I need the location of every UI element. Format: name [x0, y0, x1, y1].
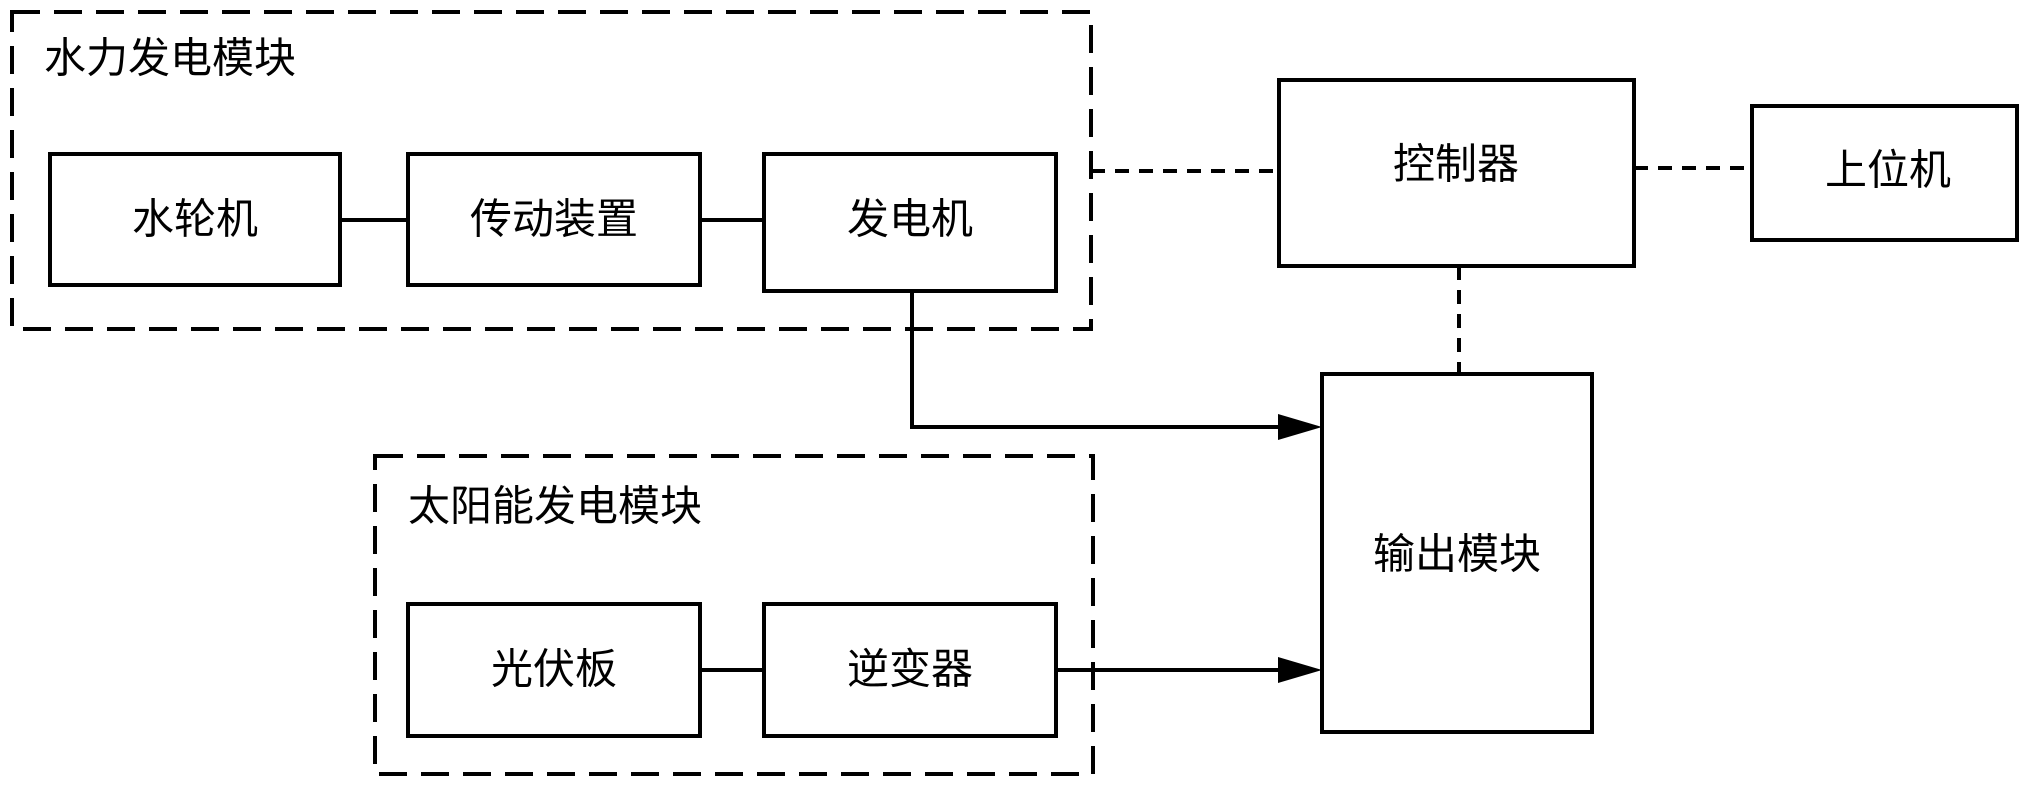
- generator-block: 发电机: [762, 152, 1058, 293]
- generator-to-output-line: [910, 291, 1282, 429]
- generator-label: 发电机: [847, 195, 973, 244]
- turbine-label: 水轮机: [132, 195, 258, 244]
- turbine-block: 水轮机: [48, 152, 342, 287]
- host-computer-block: 上位机: [1750, 104, 2019, 242]
- solar-module-label: 太阳能发电模块: [408, 482, 702, 531]
- controller-block: 控制器: [1277, 78, 1636, 268]
- output-module-label: 输出模块: [1373, 530, 1541, 579]
- generator-to-output-arrow: [1278, 414, 1322, 440]
- pv-panel-label: 光伏板: [491, 645, 617, 694]
- transmission-block: 传动装置: [406, 152, 702, 287]
- inverter-block: 逆变器: [762, 602, 1058, 738]
- inverter-label: 逆变器: [847, 645, 973, 694]
- output-module-block: 输出模块: [1320, 372, 1594, 734]
- solar-module-frame: [373, 454, 1095, 776]
- transmission-label: 传动装置: [470, 195, 638, 244]
- solar-module-group: 太阳能发电模块: [373, 454, 1095, 776]
- hydro-module-label: 水力发电模块: [44, 34, 296, 83]
- pv-panel-block: 光伏板: [406, 602, 702, 738]
- controller-label: 控制器: [1393, 140, 1519, 189]
- host-computer-label: 上位机: [1825, 146, 1951, 195]
- inverter-to-output-arrow: [1278, 657, 1322, 683]
